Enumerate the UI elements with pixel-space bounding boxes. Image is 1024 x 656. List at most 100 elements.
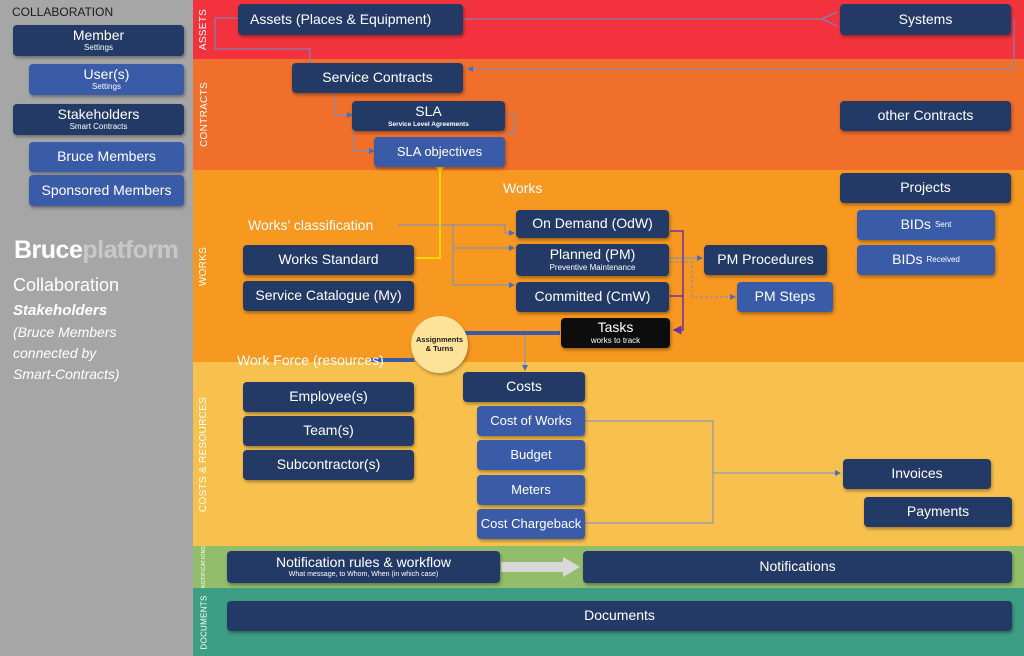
employees-label: Employee(s) (289, 388, 368, 405)
sla-label: SLA (415, 103, 442, 120)
logo-text-bruce: Bruce (14, 236, 83, 264)
cost-of-works-label: Cost of Works (490, 412, 572, 428)
planned-pm-sub-label: Preventive Maintenance (549, 262, 636, 272)
budget-label: Budget (510, 446, 552, 462)
planned-pm-box[interactable]: Planned (PM) Preventive Maintenance (516, 244, 669, 276)
sla-objectives-label: SLA objectives (396, 143, 483, 159)
sidebar-title: COLLABORATION (12, 5, 114, 19)
tasks-label: Tasks (597, 319, 634, 336)
works-standard-box[interactable]: Works Standard (243, 245, 414, 275)
subcontractors-label: Subcontractor(s) (276, 456, 381, 473)
bids-received-sub-label: Received (926, 254, 960, 264)
service-contracts-box[interactable]: Service Contracts (292, 63, 463, 93)
users-label: User(s) (83, 65, 130, 82)
collab-heading: Collaboration (13, 275, 120, 295)
assets-places-box[interactable]: Assets (Places & Equipment) (238, 4, 463, 35)
notification-rules-box[interactable]: Notification rules & workflow What messa… (227, 551, 500, 583)
costs-box[interactable]: Costs (463, 372, 585, 402)
tasks-box[interactable]: Tasks works to track (561, 318, 670, 348)
on-demand-box[interactable]: On Demand (OdW) (516, 210, 669, 238)
budget-box[interactable]: Budget (477, 440, 585, 470)
projects-label: Projects (900, 179, 951, 196)
sla-sub-label: Service Level Agreements (388, 120, 469, 128)
pm-procedures-box[interactable]: PM Procedures (704, 245, 827, 275)
subcontractors-box[interactable]: Subcontractor(s) (243, 450, 414, 480)
service-contracts-label: Service Contracts (322, 69, 433, 86)
meters-box[interactable]: Meters (477, 475, 585, 505)
tasks-sub-label: works to track (590, 335, 641, 345)
projects-box[interactable]: Projects (840, 173, 1011, 203)
employees-box[interactable]: Employee(s) (243, 382, 414, 412)
assignments-turns-circle[interactable]: Assignments & Turns (411, 316, 468, 373)
pm-procedures-label: PM Procedures (717, 251, 814, 268)
service-catalogue-label: Service Catalogue (My) (255, 287, 402, 304)
member-settings-button[interactable]: Member Settings (13, 25, 184, 56)
payments-box[interactable]: Payments (864, 497, 1012, 527)
users-settings-button[interactable]: User(s) Settings (29, 64, 184, 95)
works-classification-label: Works’ classification (248, 217, 374, 233)
on-demand-label: On Demand (OdW) (532, 215, 653, 232)
contracts-band-label: CONTRACTS (198, 82, 210, 147)
assignments-label-line1: Assignments (415, 334, 464, 344)
documents-label: Documents (584, 607, 655, 624)
documents-band-label: DOCUMENTS (199, 594, 209, 650)
assets-band-label: ASSETS (198, 8, 210, 51)
committed-label: Committed (CmW) (534, 288, 651, 305)
other-contracts-box[interactable]: other Contracts (840, 101, 1011, 131)
member-sub: Settings (84, 43, 113, 53)
bruce-members-label: Bruce Members (57, 148, 156, 165)
sla-objectives-box[interactable]: SLA objectives (374, 137, 505, 167)
other-contracts-label: other Contracts (877, 107, 974, 124)
costs-band-label: COSTS & RESOURCES (198, 396, 210, 512)
bids-sent-label: BIDs (900, 216, 931, 233)
bruce-members-button[interactable]: Bruce Members (29, 142, 184, 172)
invoices-label: Invoices (891, 465, 943, 482)
documents-box[interactable]: Documents (227, 601, 1012, 631)
users-sub: Settings (92, 82, 121, 92)
bids-received-label: BIDs (892, 251, 923, 268)
collab-line-1: (Bruce Members (13, 324, 117, 340)
planned-pm-label: Planned (PM) (549, 246, 636, 263)
systems-box[interactable]: Systems (840, 4, 1011, 35)
sponsored-members-button[interactable]: Sponsored Members (29, 175, 184, 206)
committed-box[interactable]: Committed (CmW) (516, 282, 669, 312)
works-heading: Works (503, 180, 543, 196)
systems-label: Systems (898, 10, 953, 27)
notifications-box[interactable]: Notifications (583, 551, 1012, 583)
cost-chargeback-label: Cost Chargeback (480, 515, 582, 531)
teams-box[interactable]: Team(s) (243, 416, 414, 446)
collab-line-2: connected by (13, 345, 97, 361)
sla-box[interactable]: SLA Service Level Agreements (352, 101, 505, 131)
collab-stakeholders: Stakeholders (13, 302, 108, 319)
assignments-label-line2: & Turns (425, 343, 454, 353)
service-catalogue-box[interactable]: Service Catalogue (My) (243, 281, 414, 311)
pm-steps-label: PM Steps (754, 288, 816, 305)
works-band-label: WORKS (198, 246, 210, 286)
logo-text-platform: platform (82, 236, 179, 264)
assets-places-label: Assets (Places & Equipment) (250, 10, 432, 27)
invoices-box[interactable]: Invoices (843, 459, 991, 489)
teams-label: Team(s) (303, 422, 354, 439)
bids-received-box[interactable]: BIDs Received (857, 245, 995, 275)
cost-chargeback-box[interactable]: Cost Chargeback (477, 509, 585, 539)
stakeholders-button[interactable]: Stakeholders Smart Contracts (13, 104, 184, 135)
collab-line-3: Smart-Contracts) (13, 366, 120, 382)
cost-of-works-box[interactable]: Cost of Works (477, 406, 585, 436)
bids-sent-sub-label: Sent (934, 219, 952, 229)
notification-rules-sub-label: What message, to Whom, When (in which ca… (288, 571, 439, 579)
work-force-label: Work Force (resources) (237, 352, 384, 368)
costs-label: Costs (506, 378, 542, 395)
notifications-band-label: NOTIFICATIONS (201, 545, 208, 589)
bids-sent-box[interactable]: BIDs Sent (857, 210, 995, 240)
meters-label: Meters (511, 481, 551, 497)
sponsored-members-label: Sponsored Members (41, 181, 172, 198)
pm-steps-box[interactable]: PM Steps (737, 282, 833, 312)
notifications-label: Notifications (759, 558, 836, 575)
member-label: Member (72, 26, 125, 43)
payments-label: Payments (906, 503, 970, 520)
works-standard-label: Works Standard (278, 251, 379, 268)
stakeholders-sub: Smart Contracts (69, 122, 128, 132)
stakeholders-label: Stakeholders (57, 105, 140, 122)
bruce-platform-logo: Bruceplatform (14, 236, 179, 265)
notification-rules-label: Notification rules & workflow (275, 553, 452, 570)
